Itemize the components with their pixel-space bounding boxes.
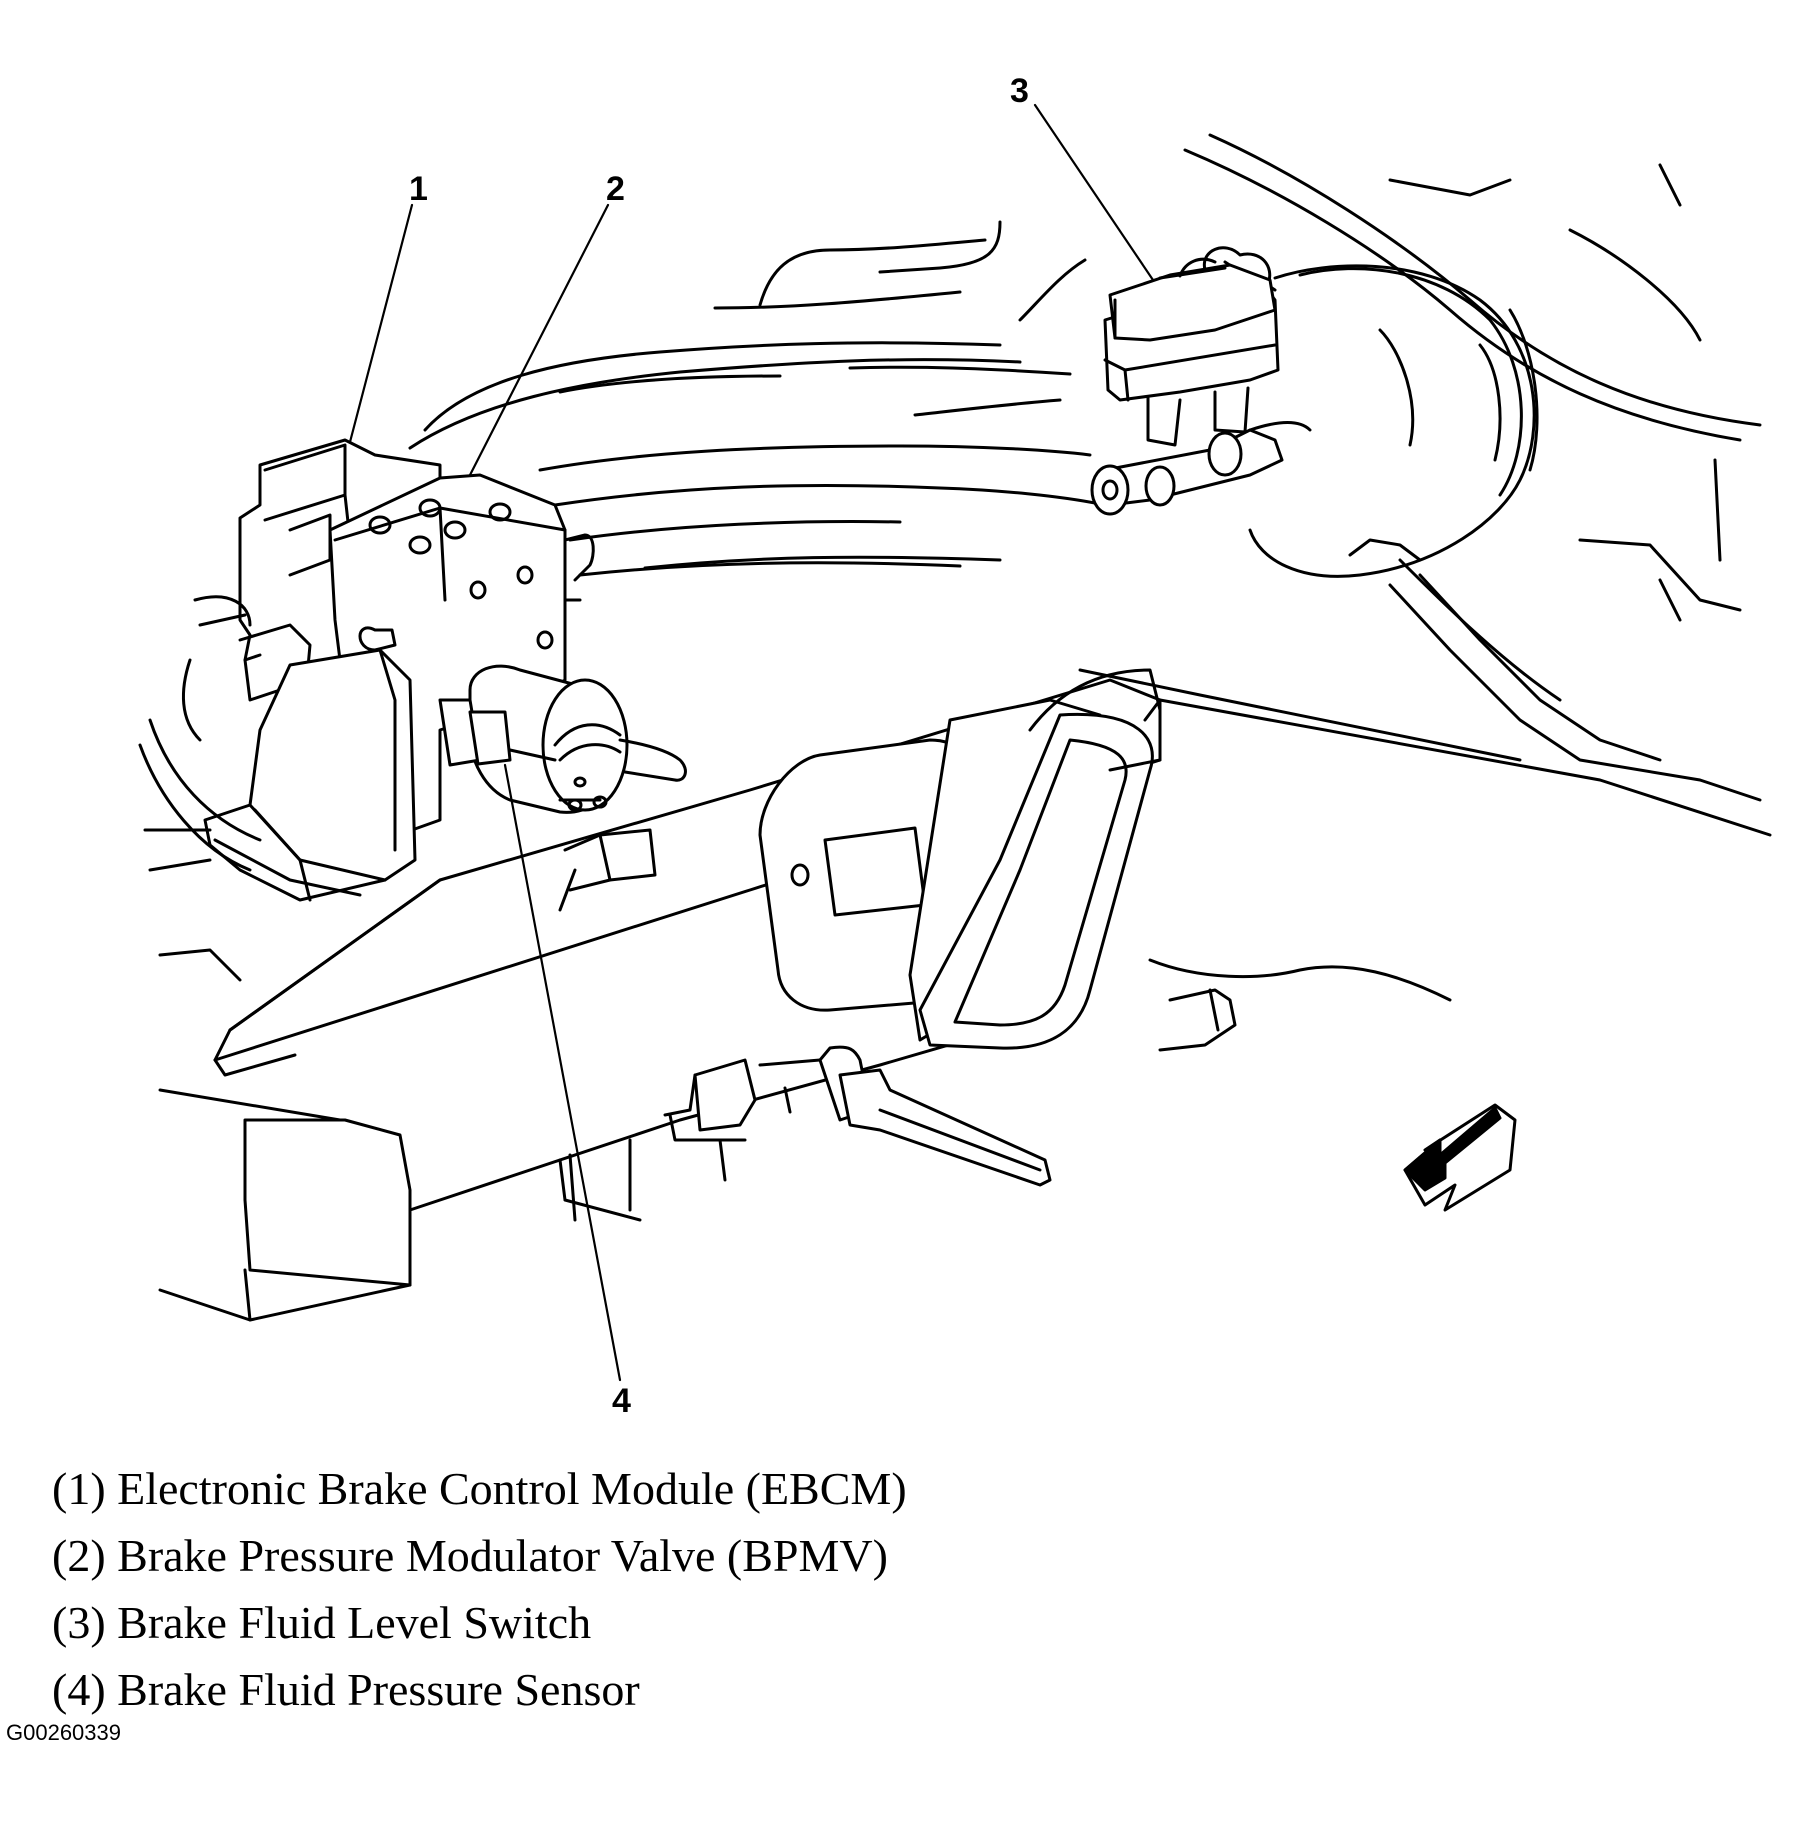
engine-bay-background-lines <box>408 220 1102 577</box>
brake-fluid-level-switch <box>1108 257 1277 342</box>
pressure-sensor <box>438 664 687 814</box>
legend-item-bpmv: (2) Brake Pressure Modulator Valve (BPMV… <box>52 1530 888 1581</box>
callout-number-3: 3 <box>1010 72 1029 110</box>
brake-booster <box>1248 264 1539 578</box>
component-legend: (1) Electronic Brake Control Module (EBC… <box>52 1455 907 1723</box>
figure-id: G00260339 <box>6 1720 121 1745</box>
fender-and-firewall-lines <box>1183 133 1762 802</box>
legend-item-ebcm: (1) Electronic Brake Control Module (EBC… <box>52 1463 907 1514</box>
brake-lines-left <box>138 658 262 982</box>
callout-number-1: 1 <box>409 170 428 208</box>
front-direction-arrow-icon <box>1403 1103 1517 1212</box>
lower-fittings <box>558 828 1052 1222</box>
callout-number-4: 4 <box>612 1382 631 1420</box>
legend-item-fluid-level-switch: (3) Brake Fluid Level Switch <box>52 1597 592 1648</box>
mount-bracket <box>758 668 1237 1052</box>
callout-leader-lines <box>348 103 1155 1382</box>
legend-item-pressure-sensor: (4) Brake Fluid Pressure Sensor <box>52 1664 640 1715</box>
module-bracket <box>203 626 417 902</box>
callout-number-2: 2 <box>606 170 625 208</box>
